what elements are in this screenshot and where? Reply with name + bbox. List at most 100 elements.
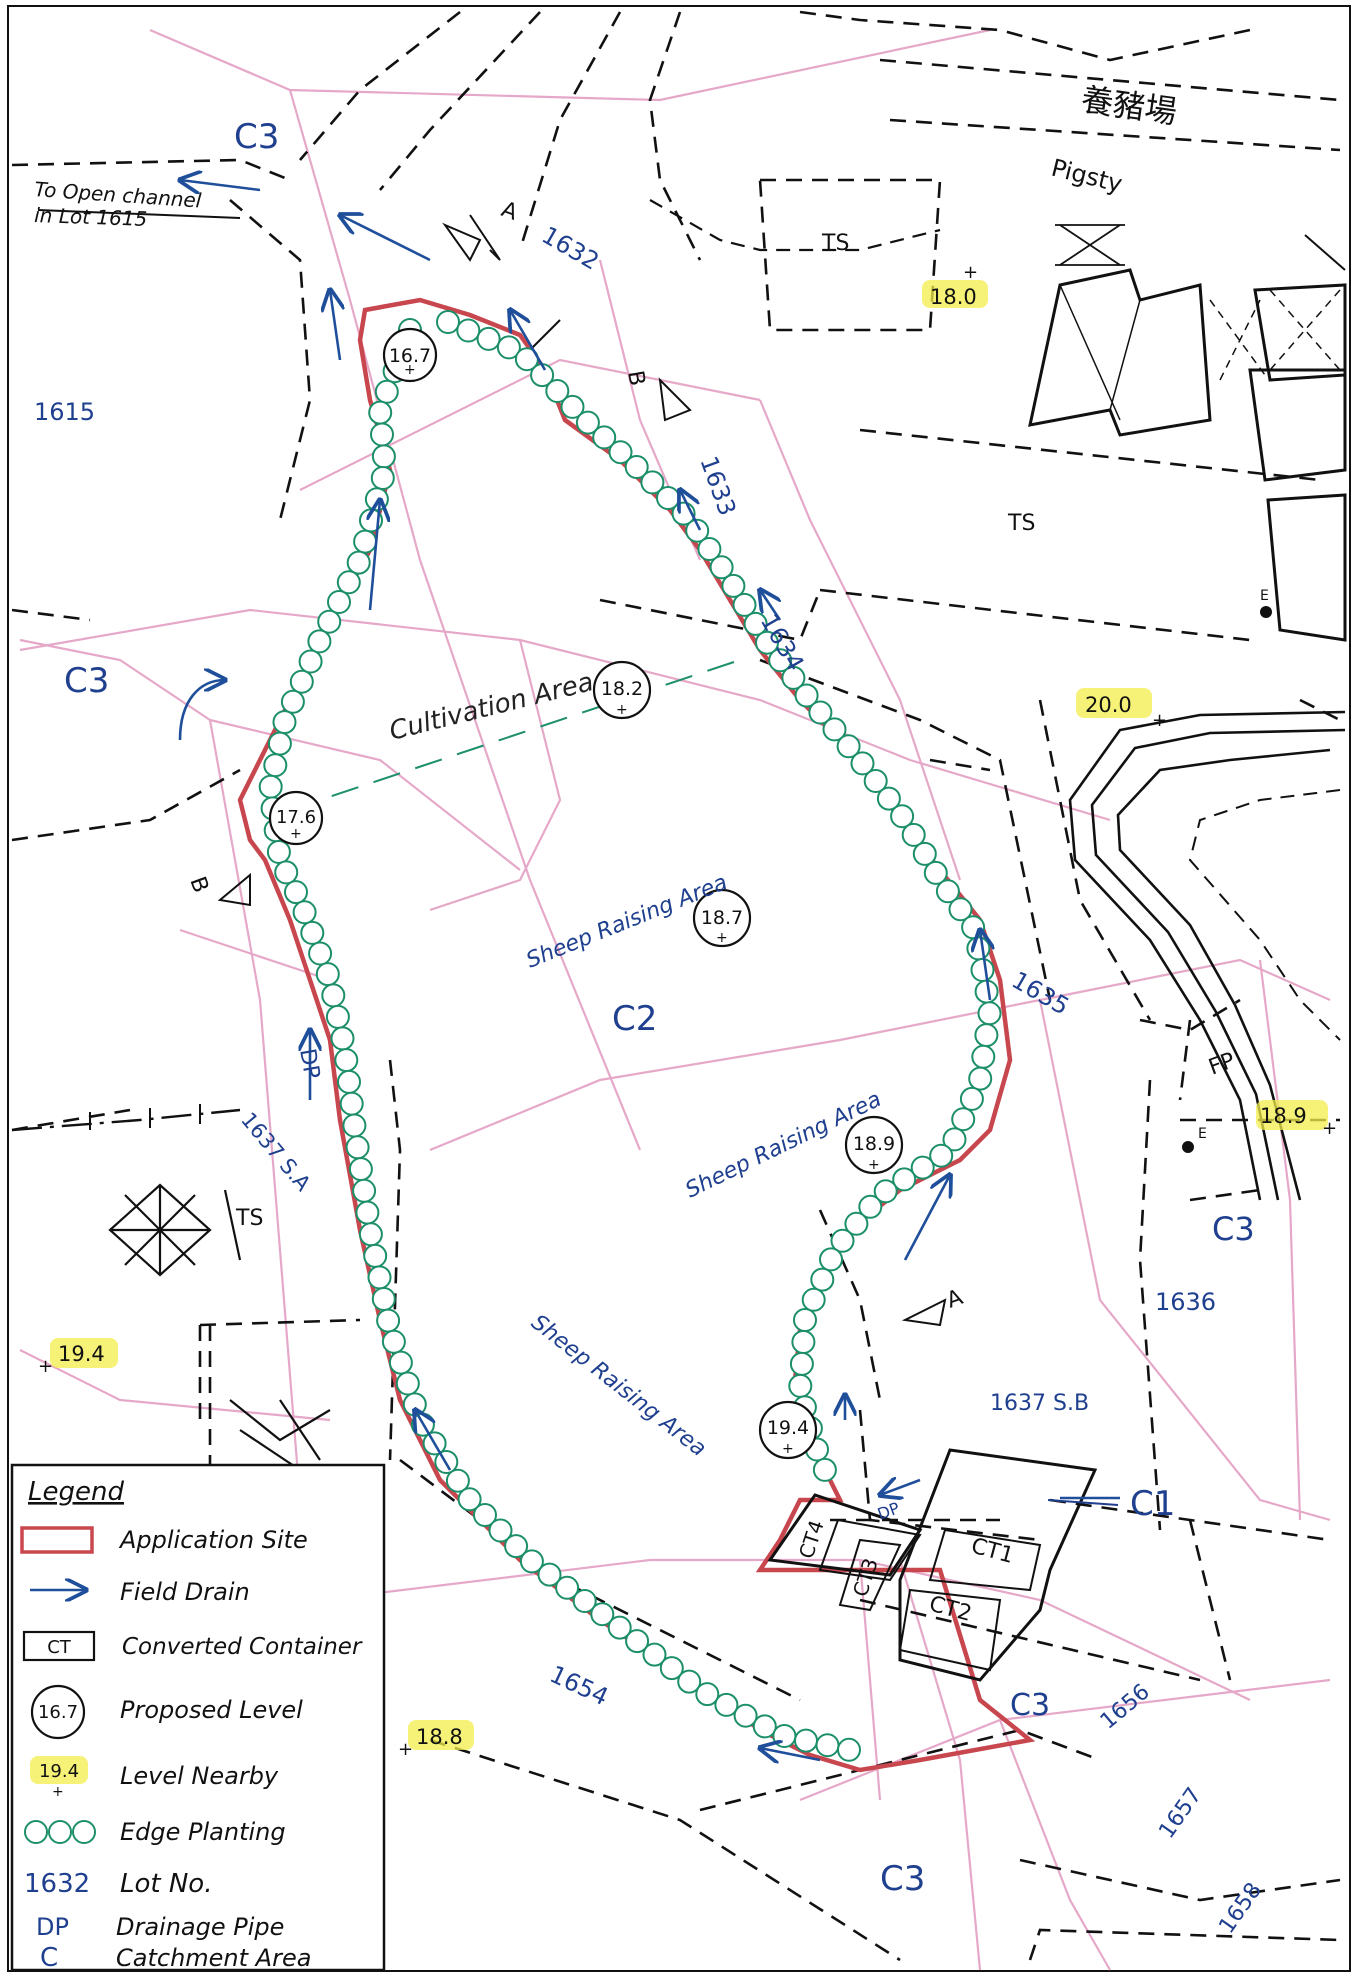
- planting-circle: [436, 310, 460, 334]
- lot-1633: 1633: [694, 452, 741, 519]
- planting-circle: [289, 669, 314, 694]
- footpath: [1068, 710, 1346, 1201]
- nearby-levels: + 18.0 20.0 + 18.9 + + 19.4 + 18.8: [38, 262, 1337, 1760]
- legend-item-3-label: Converted Container: [122, 1634, 363, 1660]
- legend-item-7-symbol: 1632: [24, 1869, 90, 1899]
- planting-circle: [364, 487, 389, 512]
- container-label-ct1: CT1: [968, 1534, 1016, 1569]
- planting-circle: [284, 880, 308, 905]
- level-highlights: [50, 280, 1328, 1750]
- planting-circle: [793, 1308, 817, 1332]
- legend-item-4-label: Proposed Level: [120, 1696, 303, 1724]
- legend-item-8-label: Drainage Pipe: [116, 1913, 284, 1941]
- lot-1657: 1657: [1154, 1783, 1207, 1843]
- planting-circle: [274, 860, 299, 885]
- planting-circle: [951, 1107, 976, 1132]
- planting-circle: [381, 1329, 406, 1354]
- catchment-c1-label: C1: [1130, 1484, 1175, 1524]
- planting-circle: [315, 962, 340, 987]
- svg-text:+: +: [290, 826, 302, 842]
- existing-structures: [11, 10, 1341, 1962]
- planting-circle: [445, 1468, 470, 1493]
- ts-label-2: TS: [1007, 511, 1035, 536]
- planting-circle: [642, 1642, 667, 1667]
- planting-circle: [812, 1457, 837, 1482]
- planting-circle: [844, 1211, 869, 1236]
- svg-text:+: +: [1152, 710, 1167, 731]
- planting-circle: [966, 936, 991, 961]
- planting-circle: [298, 649, 323, 674]
- proposed-levels: 16.7 + 18.2 + 17.6 + 18.7 + 18.9 + 19.4 …: [268, 327, 904, 1460]
- pigsty-chinese-label: 養豬場: [1079, 80, 1179, 131]
- planting-circle: [752, 1714, 777, 1739]
- planting-circle: [280, 689, 305, 714]
- planting-circle: [697, 537, 722, 561]
- svg-text:+: +: [716, 930, 728, 946]
- svg-text:+: +: [404, 362, 416, 378]
- planting-circle: [685, 518, 710, 543]
- planting-circle: [308, 941, 333, 966]
- pigsty-buildings: [1028, 224, 1347, 642]
- planting-circle: [300, 920, 325, 945]
- planting-circle: [504, 1534, 529, 1559]
- catchment-c3-label-b: C3: [64, 661, 109, 701]
- planting-circle: [337, 1069, 361, 1094]
- planting-circle: [772, 1724, 797, 1748]
- planting-circle: [892, 1167, 917, 1192]
- lot-1632: 1632: [537, 221, 604, 276]
- planting-circle: [496, 335, 521, 360]
- lot-1654: 1654: [545, 1660, 612, 1711]
- planting-circle: [321, 983, 346, 1008]
- proposed-level-3: 17.6: [276, 807, 316, 828]
- legend-planting-swatch-2: [48, 1820, 72, 1844]
- svg-text:+: +: [616, 702, 628, 718]
- planting-circle: [794, 683, 819, 708]
- planting-circle: [794, 1728, 818, 1753]
- legend-item-8-symbol: DP: [36, 1913, 69, 1941]
- lot-1615: 1615: [34, 398, 95, 426]
- planting-circle: [732, 592, 757, 617]
- planting-circle: [822, 717, 847, 742]
- planting-circle: [801, 1287, 826, 1312]
- proposed-level-2: 18.2: [601, 678, 643, 700]
- dp-label-2: DP: [875, 1498, 902, 1523]
- e-point-1: [1260, 606, 1272, 618]
- planting-circle: [346, 550, 371, 575]
- ts-symbol-cluster: [108, 1183, 331, 1471]
- lot-1656: 1656: [1096, 1679, 1155, 1734]
- planting-circle: [363, 1243, 388, 1268]
- legend-planting-swatch-1: [24, 1820, 48, 1844]
- nearby-level-5: 18.8: [416, 1725, 463, 1749]
- legend-site-swatch: [20, 1526, 94, 1554]
- planting-circle: [624, 455, 649, 479]
- planting-circle: [810, 1267, 835, 1292]
- planting-circle: [858, 1194, 883, 1219]
- section-a-bottom: A: [944, 1285, 967, 1314]
- planting-circle: [901, 822, 926, 847]
- svg-text:+: +: [398, 1739, 413, 1760]
- planting-circle: [395, 1371, 420, 1396]
- lot-1658: 1658: [1214, 1878, 1267, 1938]
- container-label-ct4: CT4: [794, 1517, 829, 1561]
- to-open-channel-line2: in Lot 1615: [34, 203, 148, 231]
- fence-line: [11, 1104, 241, 1132]
- legend-item-2-label: Field Drain: [120, 1578, 250, 1606]
- planting-circle: [755, 630, 779, 655]
- legend-item-1-label: Application Site: [118, 1526, 308, 1554]
- proposed-level-6: 19.4: [767, 1417, 809, 1439]
- catchment-labels: C1 C2 C3 C3 C3 C3 C3: [64, 117, 1255, 1899]
- planting-circle: [370, 466, 395, 490]
- planting-circle: [456, 318, 481, 343]
- planting-circle: [334, 1048, 359, 1073]
- catchment-c3-label-c: C3: [1212, 1210, 1255, 1248]
- proposed-level-5: 18.9: [853, 1133, 895, 1155]
- legend-item-6-label: Edge Planting: [120, 1818, 286, 1846]
- planting-circle: [695, 1682, 720, 1707]
- svg-text:+: +: [782, 1441, 794, 1457]
- legend-item-4-symbol: 16.7: [38, 1702, 78, 1723]
- planting-circle: [388, 1350, 413, 1375]
- catchment-c3-label-d: C3: [1010, 1688, 1050, 1723]
- planting-circle: [791, 1330, 816, 1354]
- section-lines: [217, 214, 947, 1327]
